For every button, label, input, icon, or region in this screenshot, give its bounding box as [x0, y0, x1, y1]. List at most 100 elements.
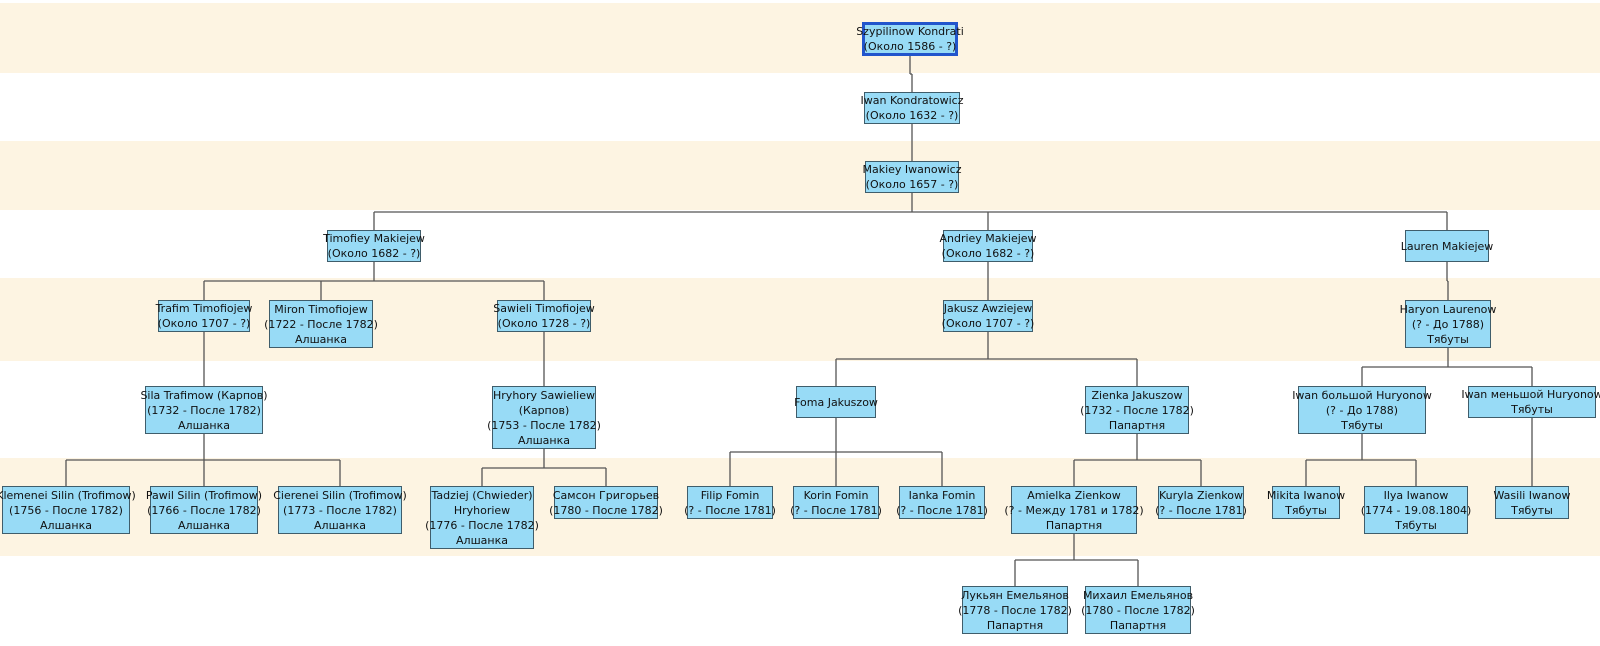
person-node-iwan_b[interactable]: Iwan большой Huryonow(? - До 1788)Тябуты	[1292, 386, 1432, 434]
person-name: Cierenei Silin (Trofimow)	[273, 488, 407, 502]
person-detail: (1766 - После 1782)	[147, 503, 261, 517]
person-detail: (Около 1657 - ?)	[865, 178, 959, 191]
person-node-tadziej[interactable]: Tadziej (Chwieder)Hryhoriew(1776 - После…	[425, 486, 539, 549]
person-node-jakusz[interactable]: Jakusz Awziejew (Около 1707 - ?)	[941, 300, 1035, 332]
person-node-korin[interactable]: Korin Fomin(? - После 1781)	[790, 486, 882, 519]
person-node-lukyan[interactable]: Лукьян Емельянов(1778 - После 1782)Папар…	[958, 586, 1072, 634]
person-name: Zienka Jakuszow	[1091, 388, 1183, 402]
person-detail: (1780 - После 1782)	[549, 503, 663, 517]
person-detail: Папартня	[1045, 518, 1103, 532]
person-detail: (Около 1707 - ?)	[941, 317, 1035, 330]
person-detail: (Карпов)	[518, 403, 570, 417]
person-name: Wasili Iwanow	[1493, 488, 1571, 502]
person-node-ilya[interactable]: Ilya Iwanow(1774 - 19.08.1804)Тябуты	[1361, 486, 1471, 534]
person-name: Makiey Iwanowicz	[862, 163, 962, 176]
person-name: Лукьян Емельянов	[961, 588, 1069, 602]
person-node-ianka[interactable]: Ianka Fomin(? - После 1781)	[896, 486, 988, 519]
person-node-cierenei[interactable]: Cierenei Silin (Trofimow)(1773 - После 1…	[273, 486, 407, 534]
person-name: Tadziej (Chwieder)	[431, 488, 533, 502]
person-node-pawil[interactable]: Pawil Silin (Trofimow)(1766 - После 1782…	[146, 486, 262, 534]
person-name: Amielka Zienkow	[1027, 488, 1121, 502]
person-detail: Тябуты	[1341, 418, 1383, 432]
person-detail: (1756 - После 1782)	[9, 503, 123, 517]
person-name: Trafim Timofiojew	[155, 302, 253, 315]
person-node-haryon[interactable]: Haryon Laurenow(? - До 1788)Тябуты	[1400, 300, 1496, 348]
person-name: Klemenei Silin (Trofimow)	[0, 488, 136, 502]
person-name: Jakusz Awziejew	[943, 302, 1033, 315]
person-detail: Алшанка	[314, 518, 366, 532]
person-node-zienka[interactable]: Zienka Jakuszow(1732 - После 1782)Папарт…	[1080, 386, 1194, 434]
person-detail: (? - До 1788)	[1325, 403, 1399, 417]
person-node-sawieli[interactable]: Sawieli Timofiojew(Около 1728 - ?)	[493, 300, 595, 332]
person-detail: Hryhoriew	[453, 503, 511, 517]
person-node-mikhail[interactable]: Михаил Емельянов(1780 - После 1782)Папар…	[1081, 586, 1195, 634]
person-name: Foma Jakuszow	[794, 395, 878, 409]
person-detail: Тябуты	[1427, 332, 1469, 346]
person-name: Mikita Iwanow	[1266, 488, 1346, 502]
person-node-foma[interactable]: Foma Jakuszow	[794, 386, 878, 418]
person-detail: (Около 1586 - ?)	[863, 40, 957, 53]
person-name: Kuryla Zienkow	[1159, 488, 1243, 502]
person-detail: (? - После 1781)	[896, 503, 988, 517]
person-node-timofiey[interactable]: Timofiey Makiejew (Около 1682 - ?)	[323, 230, 425, 262]
person-detail: (? - После 1781)	[790, 503, 882, 517]
person-name: Самсон Григорьев	[552, 488, 660, 502]
generation-band-3	[0, 141, 1600, 210]
generation-band-5	[0, 278, 1600, 361]
person-detail: (Около 1632 - ?)	[865, 109, 959, 122]
person-node-samson[interactable]: Самсон Григорьев(1780 - После 1782)	[549, 486, 663, 519]
person-node-filip[interactable]: Filip Fomin(? - После 1781)	[684, 486, 776, 519]
person-name: Iwan большой Huryonow	[1292, 388, 1432, 402]
person-detail: Папартня	[986, 618, 1044, 632]
person-name: Timofiey Makiejew	[323, 232, 425, 245]
person-detail: (? - После 1781)	[684, 503, 776, 517]
person-name: Korin Fomin	[803, 488, 869, 502]
person-name: Михаил Емельянов	[1082, 588, 1194, 602]
person-node-hryhory[interactable]: Hryhory Sawieliew(Карпов)(1753 - После 1…	[487, 386, 601, 449]
person-detail: (1776 - После 1782)	[425, 518, 539, 532]
person-detail: (? - Между 1781 и 1782)	[1004, 503, 1144, 517]
person-detail: (Около 1707 - ?)	[157, 317, 251, 330]
person-detail: Алшанка	[40, 518, 92, 532]
person-name: Ianka Fomin	[908, 488, 976, 502]
person-name: Ilya Iwanow	[1383, 488, 1449, 502]
person-node-andriey[interactable]: Andriey Makiejew (Около 1682 - ?)	[939, 230, 1037, 262]
person-detail: Тябуты	[1511, 503, 1553, 517]
person-name: Iwan Kondratowicz	[860, 94, 964, 107]
person-node-kuryla[interactable]: Kuryla Zienkow(? - После 1781)	[1155, 486, 1247, 519]
person-detail: Алшанка	[456, 533, 508, 547]
person-detail: (1773 - После 1782)	[283, 503, 397, 517]
person-detail: Тябуты	[1395, 518, 1437, 532]
person-node-lauren[interactable]: Lauren Makiejew	[1401, 230, 1493, 262]
person-detail: (1778 - После 1782)	[958, 603, 1072, 617]
person-node-makiey[interactable]: Makiey Iwanowicz (Около 1657 - ?)	[862, 161, 962, 193]
person-detail: Тябуты	[1511, 403, 1553, 416]
person-name: Iwan меньшой Huryonow	[1461, 388, 1600, 401]
person-name: Sawieli Timofiojew	[493, 302, 595, 315]
person-node-iwan_k[interactable]: Iwan Kondratowicz (Около 1632 - ?)	[861, 92, 964, 124]
person-node-amielka[interactable]: Amielka Zienkow(? - Между 1781 и 1782)Па…	[1004, 486, 1144, 534]
person-node-miron[interactable]: Miron Timofiojew(1722 - После 1782)Алшан…	[264, 300, 378, 348]
person-detail: Алшанка	[178, 518, 230, 532]
person-node-klemenei[interactable]: Klemenei Silin (Trofimow)(1756 - После 1…	[0, 486, 136, 534]
person-detail: Папартня	[1108, 418, 1166, 432]
person-detail: (1732 - После 1782)	[147, 403, 261, 417]
person-node-sila[interactable]: Sila Trafimow (Карпов)(1732 - После 1782…	[140, 386, 268, 434]
person-name: Andriey Makiejew	[939, 232, 1037, 245]
person-name: Haryon Laurenow	[1399, 302, 1497, 316]
person-name: Miron Timofiojew	[274, 302, 368, 316]
person-detail: (Около 1682 - ?)	[941, 247, 1035, 260]
person-node-kondrati[interactable]: Szypilinow Kondrati(Около 1586 - ?)	[856, 22, 964, 56]
person-detail: (? - После 1781)	[1155, 503, 1247, 517]
person-detail: (Около 1682 - ?)	[327, 247, 421, 260]
person-name: Sila Trafimow (Карпов)	[140, 388, 268, 402]
person-detail: Папартня	[1109, 618, 1167, 632]
person-detail: (1732 - После 1782)	[1080, 403, 1194, 417]
person-detail: (1774 - 19.08.1804)	[1360, 503, 1472, 517]
person-name: Hryhory Sawieliew	[493, 388, 595, 402]
person-node-trafim[interactable]: Trafim Timofiojew (Около 1707 - ?)	[155, 300, 253, 332]
